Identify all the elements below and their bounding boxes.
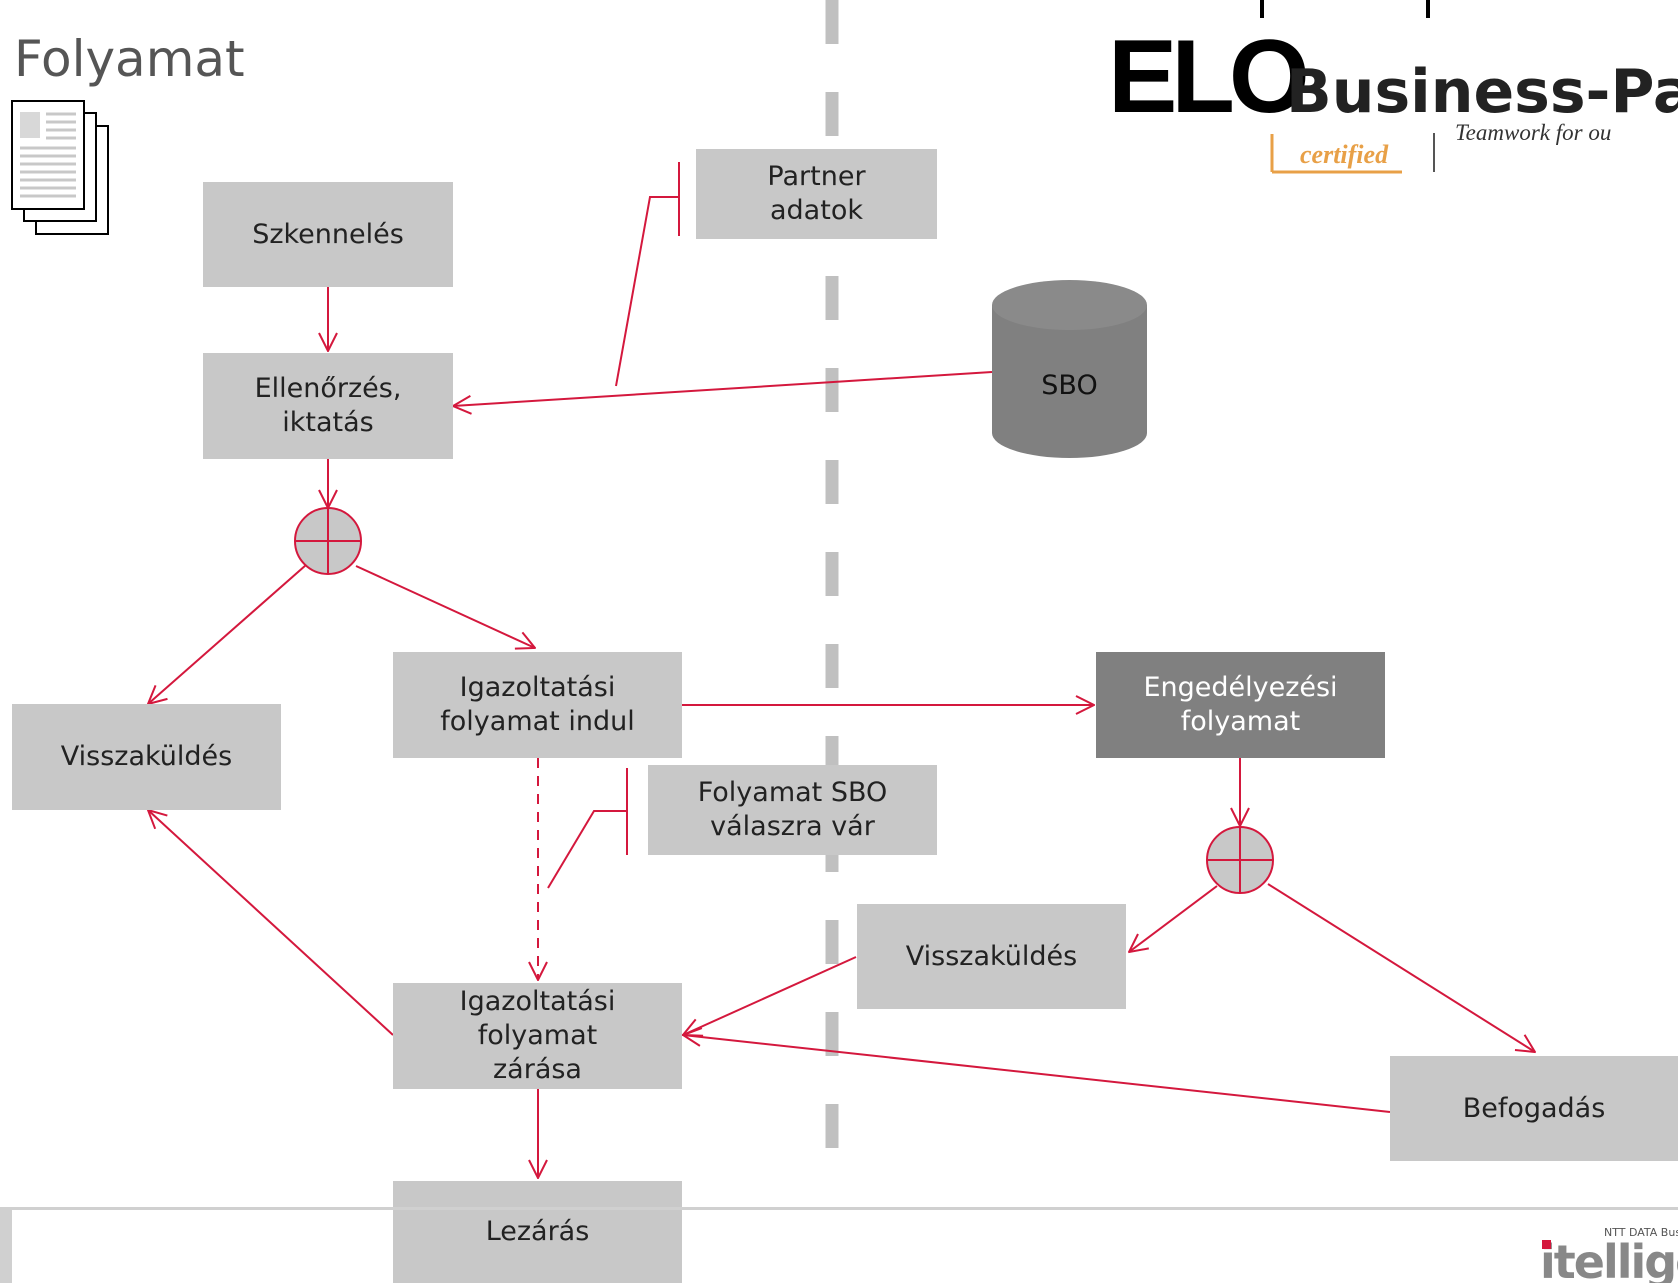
- flow-return-right-to-close: [683, 956, 857, 1035]
- elo-business-text: Business-Pa: [1286, 57, 1678, 127]
- flow-close-to-return-left: [148, 810, 394, 1036]
- elo-business-partner-logo: ELO Business-Pa Teamwork for ou certifie…: [1110, 0, 1678, 174]
- itelligence-wordmark: itellige: [1540, 1235, 1678, 1283]
- itelligence-logo: itellige NTT DATA Bus: [1540, 1220, 1678, 1283]
- elo-wordmark: ELO: [1110, 19, 1306, 135]
- document-stack-icon: [11, 100, 109, 235]
- node-igazoltatasi-indul: Igazoltatási folyamat indul: [393, 652, 682, 758]
- parallel-gateway-2: [1206, 826, 1274, 894]
- annotation-partner: [615, 196, 678, 387]
- node-visszakuldes-left: Visszaküldés: [12, 704, 281, 810]
- flow-gateway-to-return-left: [148, 564, 307, 704]
- parallel-gateway-1: [294, 507, 362, 575]
- itelligence-tagline: NTT DATA Bus: [1604, 1226, 1678, 1239]
- node-folyamat-sbo: Folyamat SBO válaszra vár: [648, 765, 937, 855]
- flow-gateway-to-start: [355, 565, 535, 648]
- footer-corner: [0, 1207, 12, 1283]
- node-igazoltatasi-zarasa: Igazoltatási folyamat zárása: [393, 983, 682, 1089]
- sbo-database-shape: [992, 280, 1147, 458]
- annotation-sbo-wait: [547, 810, 626, 889]
- node-befogadas: Befogadás: [1390, 1056, 1678, 1161]
- node-szkenneles: Szkennelés: [203, 182, 453, 287]
- node-visszakuldes-right: Visszaküldés: [857, 904, 1126, 1009]
- node-lezaras: Lezárás: [393, 1181, 682, 1283]
- flow-accept-to-close: [683, 1035, 1391, 1113]
- flow-sbo-to-check: [453, 371, 993, 406]
- node-partner-adatok: Partner adatok: [696, 149, 937, 239]
- flow-gateway2-to-return-right: [1129, 885, 1218, 952]
- footer-rule: [0, 1207, 1678, 1210]
- flow-gateway2-to-accept: [1267, 883, 1535, 1052]
- elo-tagline: Teamwork for ou: [1455, 120, 1611, 145]
- node-ellenorzes: Ellenőrzés, iktatás: [203, 353, 453, 459]
- elo-certified: certified: [1300, 140, 1389, 169]
- page-title: Folyamat: [14, 30, 245, 88]
- node-engedelyezesi: Engedélyezési folyamat: [1096, 652, 1385, 758]
- node-sbo: SBO: [1041, 370, 1098, 401]
